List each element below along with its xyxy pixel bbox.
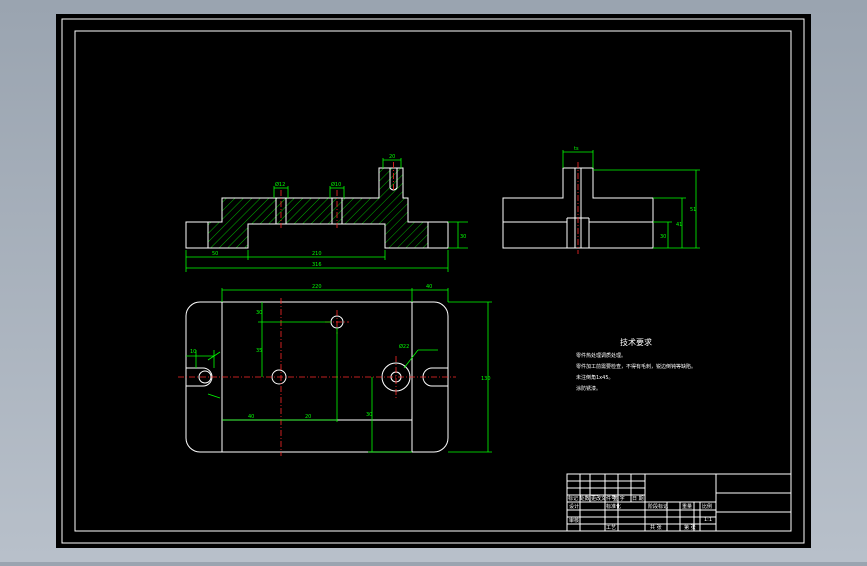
side-dim-h2: 41 xyxy=(676,222,682,228)
side-dim-h1: 51 xyxy=(690,207,696,213)
tb-sign: 签 字 xyxy=(613,495,625,502)
side-dim-h3: 30 xyxy=(660,234,666,240)
plan-view: 220 40 130 10 30 35 40 20 30 Ø22 xyxy=(178,284,492,456)
note-line-2: 零件加工前需要检查，不得有毛刺，锐边倒钝等缺陷。 xyxy=(576,363,696,370)
front-view-outline xyxy=(185,167,449,249)
plan-dim-hole-big: Ø22 xyxy=(399,343,409,350)
tb-scale: 比例 xyxy=(702,503,712,510)
notes-title: 技术要求 xyxy=(620,337,652,347)
tb-process: 工艺 xyxy=(606,525,616,531)
tb-weight: 重量 xyxy=(682,503,692,510)
tb-total-sheets: 共 张 xyxy=(650,524,662,531)
note-line-4: 涂防锈漆。 xyxy=(576,385,601,392)
note-line-1: 零件热处理调质处理。 xyxy=(576,352,626,359)
plan-dim-slot-left: 10 xyxy=(190,349,196,355)
dim-inner: 210 xyxy=(312,251,322,257)
plan-dim-bottom-mid: 20 xyxy=(305,414,311,420)
tb-mark: 标记 处数 xyxy=(568,495,590,502)
inner-frame xyxy=(74,30,792,532)
tb-design: 设计 xyxy=(569,503,579,510)
tb-stage: 阶段标记 xyxy=(648,503,668,510)
tb-review: 审核 xyxy=(569,517,579,524)
dim-left: 50 xyxy=(212,251,218,257)
plan-dim-v2: 35 xyxy=(256,348,262,354)
dim-hole-b: Ø10 xyxy=(331,181,341,188)
dim-overall: 316 xyxy=(312,262,322,268)
side-dim-top: ts xyxy=(574,146,579,152)
dim-top-width: 20 xyxy=(389,154,395,160)
plan-dim-right-offset: 40 xyxy=(426,284,432,290)
tb-scale-value: 1:1 xyxy=(704,517,712,523)
plan-dim-width-top: 220 xyxy=(312,284,322,290)
side-view: ts 51 41 30 xyxy=(502,146,700,254)
plan-dim-right-lower: 30 xyxy=(366,412,372,418)
outer-frame xyxy=(61,18,805,544)
tb-date: 日 期 xyxy=(632,496,644,502)
dim-hole-a: Ø12 xyxy=(275,181,285,188)
technical-notes: 技术要求 零件热处理调质处理。 零件加工前需要检查，不得有毛刺，锐边倒钝等缺陷。… xyxy=(576,337,696,392)
dim-height-right: 30 xyxy=(460,234,466,240)
plan-dim-v1: 30 xyxy=(256,310,262,316)
front-view: 20 Ø12 Ø10 30 50 210 316 xyxy=(185,154,468,272)
plan-dim-bottom-left: 40 xyxy=(248,414,254,420)
tb-standard: 标准化 xyxy=(606,503,621,510)
title-block: 标记 处数 更改文件号 签 字 日 期 设计 标准化 阶段标记 重量 比例 审核… xyxy=(566,473,792,532)
tb-sheet-no: 第 张 xyxy=(684,524,696,531)
tb-change-doc: 更改文件号 xyxy=(591,495,616,502)
plan-dim-height-right: 130 xyxy=(481,376,491,382)
front-view-hatch xyxy=(208,168,428,248)
note-line-3: 未注倒角1x45。 xyxy=(576,374,614,381)
drawing-sheet xyxy=(56,14,811,548)
